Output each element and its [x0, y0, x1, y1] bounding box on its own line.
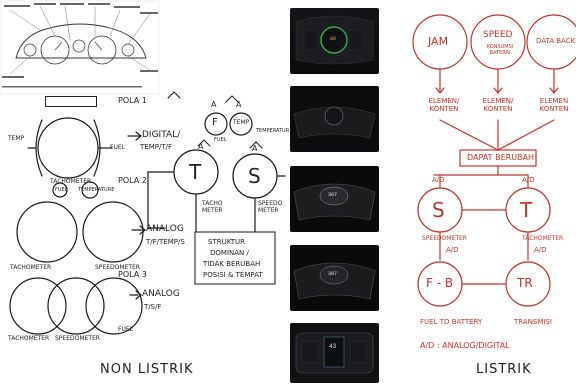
temperature-small-label: TEMPERATURE: [78, 187, 115, 193]
speedometer-label-2: SPEEDOMETER: [95, 264, 140, 271]
a-label-1: A: [211, 100, 217, 109]
digital-label: DIGITAL/: [142, 130, 181, 140]
listrik-panel: JAM SPEED KONSUMSI BATERAI DATA BACK ELE…: [404, 0, 576, 385]
elemen-label-2: ELEMEN/ KONTEN: [482, 97, 514, 113]
f-label: F: [212, 117, 218, 128]
fuel-small-label: FUEL: [55, 187, 68, 193]
dapat-berubah-label: DAPAT BERUBAH: [467, 153, 535, 162]
screen-4-speed: 307: [328, 271, 338, 277]
fuel-battery-label: FUEL TO BATTERY: [420, 318, 483, 326]
transmisi-label: TRANSMISI: [514, 318, 552, 326]
analog-sub-label-2: T/F/TEMP/S: [146, 238, 185, 246]
pola1-bar: [45, 96, 97, 107]
fuel-mid-label: FUEL: [214, 137, 227, 143]
pola-sketches: [9, 91, 286, 335]
tachometer-label-3: TACHOMETER: [8, 335, 50, 342]
t-gauge-label-red: T: [520, 198, 533, 222]
screen-1-speed: 88: [330, 36, 337, 42]
analog-label-2: ANALOG: [146, 224, 184, 234]
legend-label: A/D : ANALOG/DIGITAL: [420, 341, 510, 350]
speedometer-label-red: SPEEDOMETER: [422, 235, 467, 242]
fuel-side-label: FUEL: [110, 144, 125, 151]
listrik-footer: LISTRIK: [476, 362, 532, 377]
dashboard-screen-1: 88: [290, 8, 379, 74]
ad-speed-label: A/D: [446, 246, 459, 254]
konsumsi-label: KONSUMSI BATERAI: [486, 44, 514, 56]
elemen-label-3: ELEMEN KONTEN: [539, 97, 569, 113]
screen-5-speed: 43: [329, 343, 337, 350]
dashboard-screens: 88 307 307 43: [290, 0, 404, 385]
pola3-label: POLA 3: [118, 270, 147, 279]
a-label-2: A: [236, 100, 242, 109]
dashboard-screen-4: 307: [290, 245, 379, 311]
tachometer-label-red: TACHOMETER: [522, 235, 564, 242]
dominan-label: DOMINAN /: [210, 249, 249, 257]
tachometer-label-2: TACHOMETER: [10, 264, 52, 271]
tr-gauge-label: TR: [517, 276, 533, 290]
non-listrik-panel: POLA 1: [0, 0, 290, 377]
s-gauge-label-red: S: [432, 198, 445, 222]
tacho-meter-label: TACHO METER: [202, 200, 223, 214]
tidak-berubah-label: TIDAK BERUBAH: [203, 260, 261, 268]
speed-label: SPEED: [483, 30, 513, 40]
dashboard-blueprint: [0, 0, 160, 95]
digital-sub-label: TEMP/T/F: [140, 143, 172, 151]
speedometer-label-3: SPEEDOMETER: [55, 335, 100, 342]
posisi-tempat-label: POSISI & TEMPAT: [203, 271, 263, 279]
fb-gauge-label: F - B: [426, 276, 454, 290]
analog-label-3: ANALOG: [142, 289, 180, 299]
temp-side-label: TEMP: [8, 135, 25, 142]
dashboard-screen-2: [290, 86, 379, 152]
temperatur-label: TEMPERATUR: [256, 128, 290, 134]
analog-sub-label-3: T/S/F: [144, 303, 162, 311]
a-label-3: A: [198, 142, 204, 151]
ad-left-label: A/D: [432, 176, 445, 184]
listrik-sketch: [412, 14, 576, 307]
dashboard-screen-5: 43: [290, 323, 379, 383]
temp-box-label: TEMP: [233, 119, 250, 126]
a-label-4: A: [252, 144, 258, 153]
dashboard-screen-3: 307: [290, 166, 379, 232]
t-gauge-label: T: [189, 160, 202, 184]
struktur-label: STRUKTUR: [208, 238, 246, 246]
data-back-label: DATA BACK: [536, 37, 576, 45]
fuel-label-3: FUEL: [118, 326, 133, 333]
elemen-label-1: ELEMEN/ KONTEN: [428, 97, 460, 113]
non-listrik-footer: NON LISTRIK: [100, 362, 194, 377]
s-gauge-label: S: [248, 164, 261, 188]
ad-tacho-label: A/D: [534, 246, 547, 254]
ad-right-label: A/D: [522, 176, 535, 184]
screen-3-speed: 307: [328, 192, 338, 198]
pola2-label: POLA 2: [118, 176, 147, 185]
speedo-meter-label: SPEEDO METER: [258, 200, 283, 214]
jam-label: JAM: [428, 35, 449, 48]
tachometer-label-1: TACHOMETER: [50, 178, 92, 185]
pola1-label: POLA 1: [118, 96, 147, 105]
